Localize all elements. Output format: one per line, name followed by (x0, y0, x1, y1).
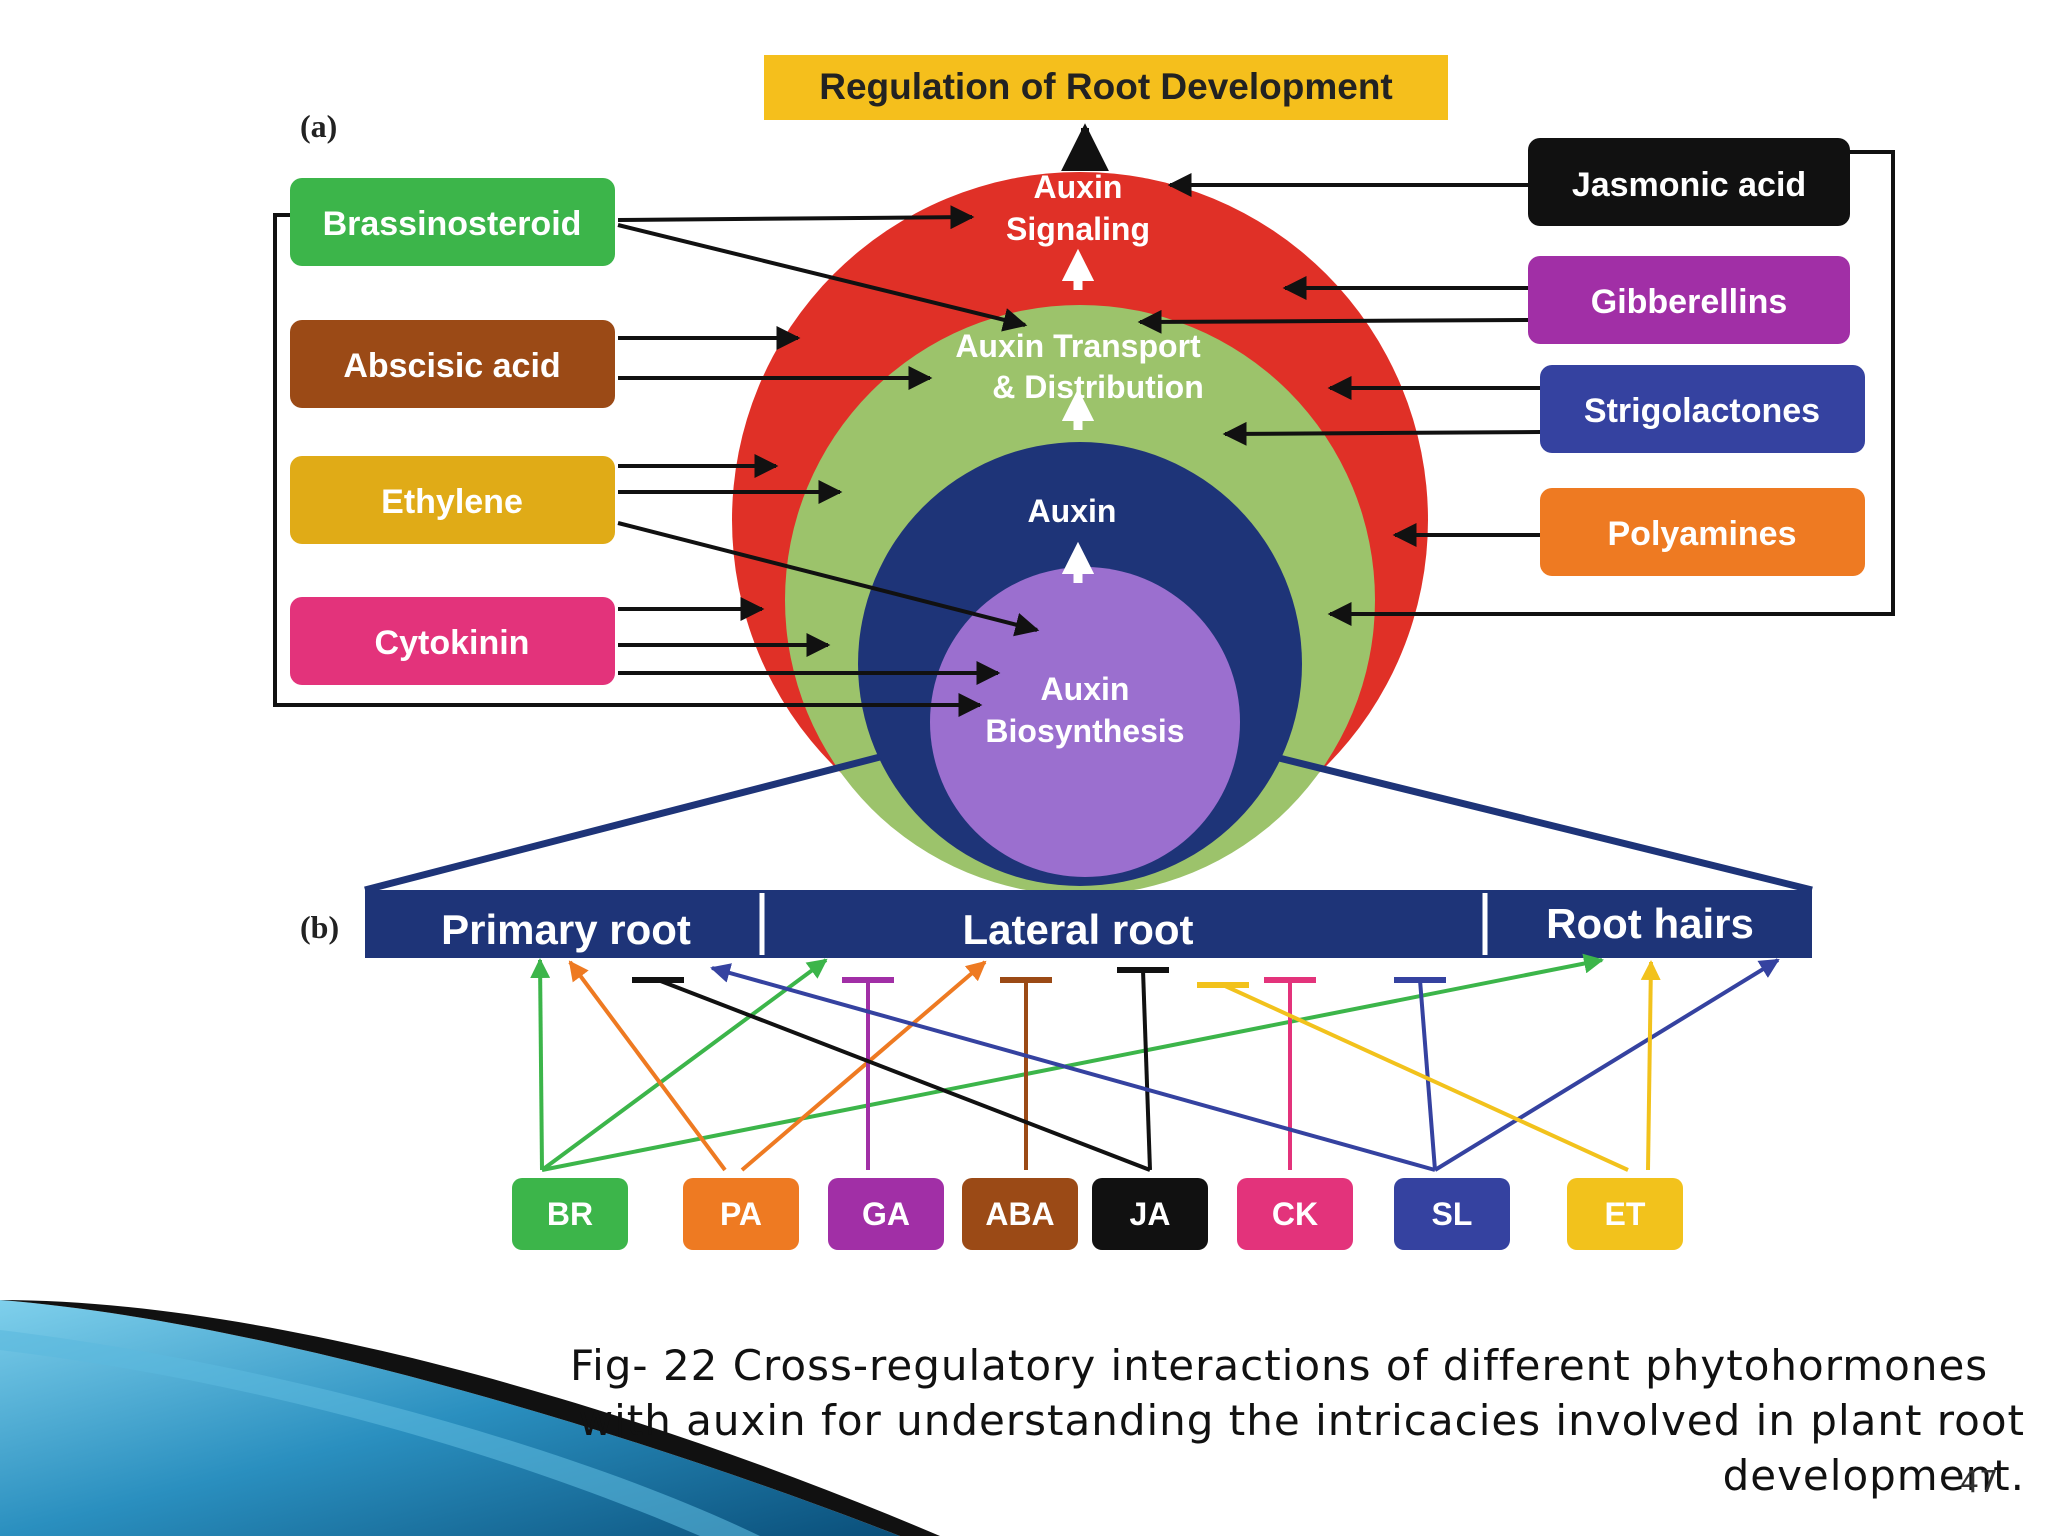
hormone-label-ethylene: Ethylene (381, 483, 523, 521)
abbr-box-aba (962, 1178, 1078, 1250)
abbr-label-ck: CK (1272, 1196, 1318, 1232)
caption-line-1: Fig- 22 Cross-regulatory interactions of… (570, 1341, 1989, 1390)
interaction-line-br (530, 958, 551, 1171)
zoom-lines (364, 753, 1813, 894)
interaction-line-sl (1433, 958, 1780, 1172)
slide-swoosh-decoration (0, 1300, 940, 1536)
abbr-box-et (1567, 1178, 1683, 1250)
caption-line-3: development. (1722, 1451, 2025, 1500)
primary-root-label: Primary root (441, 906, 691, 953)
right-hormone-boxes: Jasmonic acid Gibberellins Strigolactone… (1528, 138, 1865, 576)
panel-a-label: (a) (300, 108, 337, 144)
interaction-line-sl (1418, 979, 1437, 1171)
page-number: 47 (1960, 1465, 1999, 1500)
abbr-box-br (512, 1178, 628, 1250)
abbr-label-pa: PA (720, 1196, 762, 1232)
auxin-label: Auxin (1028, 493, 1117, 529)
hormone-box-cytokinin (290, 597, 615, 685)
auxin-circles (732, 172, 1428, 895)
interaction-line-ja (1141, 969, 1152, 1171)
interaction-line-sl (710, 963, 1436, 1172)
hormone-label-abscisic-acid: Abscisic acid (343, 347, 560, 385)
interaction-line-et (1222, 983, 1629, 1172)
left-hormone-boxes: Brassinosteroid Abscisic acid Ethylene C… (290, 178, 615, 685)
abbr-label-br: BR (547, 1196, 593, 1232)
abbr-box-ck (1237, 1178, 1353, 1250)
cross-regulation-lines (530, 953, 1780, 1172)
biosynthesis-label-line2: Biosynthesis (985, 713, 1184, 749)
interaction-line-pa (740, 960, 987, 1172)
panel-b-label: (b) (300, 909, 339, 945)
interaction-line-ja (657, 978, 1151, 1172)
hormone-box-polyamines (1540, 488, 1865, 576)
hormone-box-jasmonic-acid (1528, 138, 1850, 226)
figure-caption: Fig- 22 Cross-regulatory interactions of… (570, 1338, 2025, 1503)
interaction-line-pa (568, 960, 727, 1172)
hormone-box-brassinosteroid (290, 178, 615, 266)
hormone-box-strigolactones (1540, 365, 1865, 453)
abbr-box-ja (1092, 1178, 1208, 1250)
hormone-label-cytokinin: Cytokinin (375, 624, 530, 662)
abbr-label-ga: GA (862, 1196, 910, 1232)
hormone-box-gibberellins (1528, 256, 1850, 344)
right-connectors (1137, 150, 1895, 626)
interaction-line-et (1640, 960, 1661, 1171)
biosynthesis-label-line1: Auxin (1041, 671, 1130, 707)
caption-line-2: with auxin for understanding the intrica… (578, 1396, 2025, 1445)
signaling-label-line1: Auxin (1034, 169, 1123, 205)
left-connectors (273, 205, 1040, 717)
signaling-label-line2: Signaling (1006, 211, 1150, 247)
abbr-box-ga (828, 1178, 944, 1250)
hormone-label-strigolactones: Strigolactones (1584, 392, 1820, 430)
diagram-title: Regulation of Root Development (819, 66, 1393, 107)
abbr-label-et: ET (1605, 1196, 1646, 1232)
lateral-root-label: Lateral root (962, 906, 1193, 953)
hormone-label-polyamines: Polyamines (1608, 515, 1797, 553)
hormone-label-gibberellins: Gibberellins (1591, 283, 1788, 321)
abbr-label-sl: SL (1432, 1196, 1473, 1232)
abbr-label-ja: JA (1130, 1196, 1171, 1232)
hormone-abbreviation-boxes: BR PA GA ABA JA CK SL ET (512, 1178, 1683, 1250)
hormone-box-abscisic-acid (290, 320, 615, 408)
hormone-label-brassinosteroid: Brassinosteroid (323, 205, 582, 243)
abbr-label-aba: ABA (985, 1196, 1054, 1232)
title-box: Regulation of Root Development (764, 55, 1448, 120)
hormone-label-jasmonic-acid: Jasmonic acid (1572, 166, 1806, 204)
interaction-line-br (541, 953, 1604, 1172)
hormone-box-ethylene (290, 456, 615, 544)
transport-label-line1: Auxin Transport (955, 328, 1201, 364)
interaction-line-br (540, 958, 828, 1172)
root-type-bar: Primary root Lateral root Root hairs (365, 890, 1812, 958)
root-hairs-label: Root hairs (1546, 900, 1754, 947)
abbr-box-pa (683, 1178, 799, 1250)
abbr-box-sl (1394, 1178, 1510, 1250)
transport-label-line2: & Distribution (992, 369, 1204, 405)
core-circle-auxin-biosynthesis (930, 567, 1240, 877)
